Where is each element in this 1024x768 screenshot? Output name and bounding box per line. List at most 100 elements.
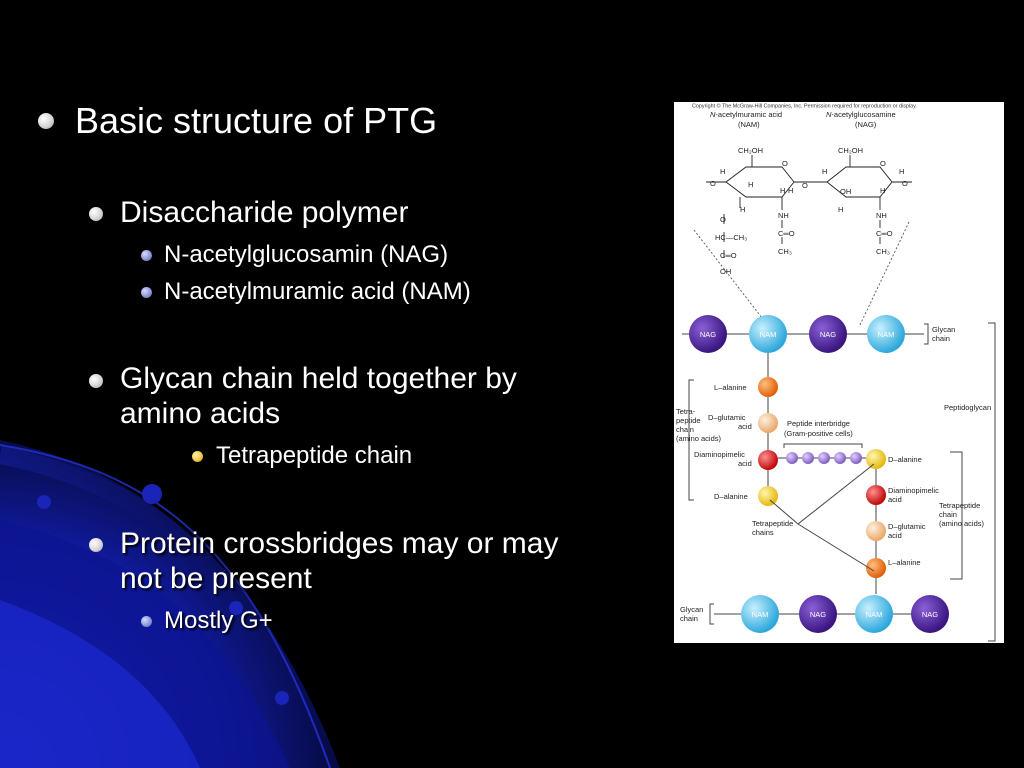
peptidoglycan-diagram: Copyright © The McGraw-Hill Companies, I… [676, 103, 996, 642]
svg-text:NAM: NAM [866, 610, 883, 619]
svg-text:CH₂OH: CH₂OH [838, 146, 863, 155]
nam-sphere [867, 315, 905, 353]
svg-text:D–glutamic: D–glutamic [888, 522, 926, 531]
svg-text:CH₃: CH₃ [778, 247, 792, 256]
diaminopimelic-sphere [866, 485, 886, 505]
svg-text:C═O: C═O [778, 229, 795, 238]
svg-text:D–alanine: D–alanine [714, 492, 748, 501]
nag-abbr: (NAG) [855, 120, 877, 129]
svg-text:acid: acid [738, 422, 752, 431]
nam-sphere [855, 595, 893, 633]
svg-text:O: O [710, 179, 716, 188]
d-alanine-sphere [866, 449, 886, 469]
svg-text:L–alanine: L–alanine [714, 383, 747, 392]
bullet-heading: Basic structure of PTG [75, 100, 438, 141]
svg-text:acid: acid [888, 531, 902, 540]
svg-text:H: H [880, 186, 885, 195]
nam-sphere [749, 315, 787, 353]
svg-text:chains: chains [752, 528, 774, 537]
svg-text:CH₂OH: CH₂OH [738, 146, 763, 155]
svg-text:L–alanine: L–alanine [888, 558, 921, 567]
svg-text:H: H [899, 167, 904, 176]
svg-text:H: H [740, 205, 745, 214]
svg-text:Peptide interbridge: Peptide interbridge [787, 419, 850, 428]
bottom-glycan-chain: NAM NAG NAM NAG [741, 595, 949, 633]
nag-sphere [911, 595, 949, 633]
svg-text:chain: chain [680, 614, 698, 623]
bullet-crossbridges-line2: not be present [120, 562, 312, 595]
bullet-dot [192, 451, 203, 462]
svg-text:O: O [880, 159, 886, 168]
svg-text:Tetrapeptide: Tetrapeptide [752, 519, 793, 528]
l-alanine-sphere [758, 377, 778, 397]
svg-text:Tetra-: Tetra- [676, 407, 696, 416]
d-glutamic-sphere [758, 413, 778, 433]
svg-text:Tetrapeptide: Tetrapeptide [939, 501, 980, 510]
d-alanine-sphere [758, 486, 778, 506]
svg-text:D–glutamic: D–glutamic [708, 413, 746, 422]
svg-text:NH: NH [876, 211, 887, 220]
svg-text:NAM: NAM [752, 610, 769, 619]
svg-text:H: H [748, 180, 753, 189]
nam-sphere [741, 595, 779, 633]
nag-sphere [809, 315, 847, 353]
svg-text:chain: chain [932, 334, 950, 343]
bullet-tetrapeptide: Tetrapeptide chain [216, 442, 413, 469]
svg-text:chain: chain [939, 510, 957, 519]
svg-text:O: O [802, 181, 808, 190]
svg-text:Diaminopimelic: Diaminopimelic [888, 486, 939, 495]
bullet-nam: N-acetylmuramic acid (NAM) [164, 278, 471, 305]
svg-text:NAM: NAM [878, 330, 895, 339]
bullet-glycan-line1: Glycan chain held together by [120, 362, 517, 395]
svg-text:Diaminopimelic: Diaminopimelic [694, 450, 745, 459]
svg-text:peptide: peptide [676, 416, 701, 425]
peptidoglycan-label: Peptidoglycan [944, 403, 991, 412]
svg-text:chain: chain [676, 425, 694, 434]
bullet-dot [141, 287, 152, 298]
svg-text:(amino acids): (amino acids) [676, 434, 722, 443]
svg-text:H: H [822, 167, 827, 176]
bullet-dot [141, 250, 152, 261]
bullet-nag: N-acetylglucosamin (NAG) [164, 241, 449, 268]
svg-text:Glycan: Glycan [680, 605, 703, 614]
svg-text:C═O: C═O [876, 229, 893, 238]
svg-text:O: O [720, 215, 726, 224]
svg-text:NH: NH [778, 211, 789, 220]
copyright-text: Copyright © The McGraw-Hill Companies, I… [692, 103, 917, 110]
bullet-crossbridges-line1: Protein crossbridges may or may [120, 527, 559, 560]
top-glycan-chain: NAG NAM NAG NAM [689, 315, 905, 353]
svg-text:acid: acid [888, 495, 902, 504]
nag-sphere [799, 595, 837, 633]
bullet-disaccharide: Disaccharide polymer [120, 196, 409, 229]
svg-text:O: O [902, 179, 908, 188]
left-chain-labels: L–alanine D–glutamic acid Diaminopimelic… [676, 383, 752, 501]
nag-title: N-acetylglucosamine [826, 110, 896, 119]
svg-text:Glycan: Glycan [932, 325, 955, 334]
chemical-structure [693, 155, 912, 328]
svg-text:D–alanine: D–alanine [888, 455, 922, 464]
bullet-dot [38, 113, 54, 129]
nam-abbr: (NAM) [738, 120, 760, 129]
right-chain-labels: D–alanine Diaminopimelic acid D–glutamic… [888, 455, 985, 567]
svg-text:NAG: NAG [810, 610, 826, 619]
svg-text:H: H [788, 186, 793, 195]
svg-text:O: O [782, 159, 788, 168]
bullet-mostly-gplus: Mostly G+ [164, 607, 273, 634]
svg-text:C═O: C═O [720, 251, 737, 260]
svg-text:OH: OH [720, 267, 731, 276]
svg-text:NAG: NAG [820, 330, 836, 339]
d-glutamic-sphere [866, 521, 886, 541]
svg-text:NAM: NAM [760, 330, 777, 339]
peptidoglycan-figure: Copyright © The McGraw-Hill Companies, I… [674, 102, 1004, 643]
svg-text:H: H [838, 205, 843, 214]
chemical-labels: CH₂OH CH₂OH O O H O H H O H OH H H O H H… [710, 146, 908, 276]
svg-text:(Gram-positive cells): (Gram-positive cells) [784, 429, 853, 438]
svg-text:H: H [720, 167, 725, 176]
svg-text:HC—CH₃: HC—CH₃ [715, 233, 747, 242]
bullet-dot [141, 616, 152, 627]
nag-sphere [689, 315, 727, 353]
nam-title: N-acetylmuramic acid [710, 110, 782, 119]
svg-text:acid: acid [738, 459, 752, 468]
svg-text:NAG: NAG [922, 610, 938, 619]
bullet-dot [89, 538, 103, 552]
